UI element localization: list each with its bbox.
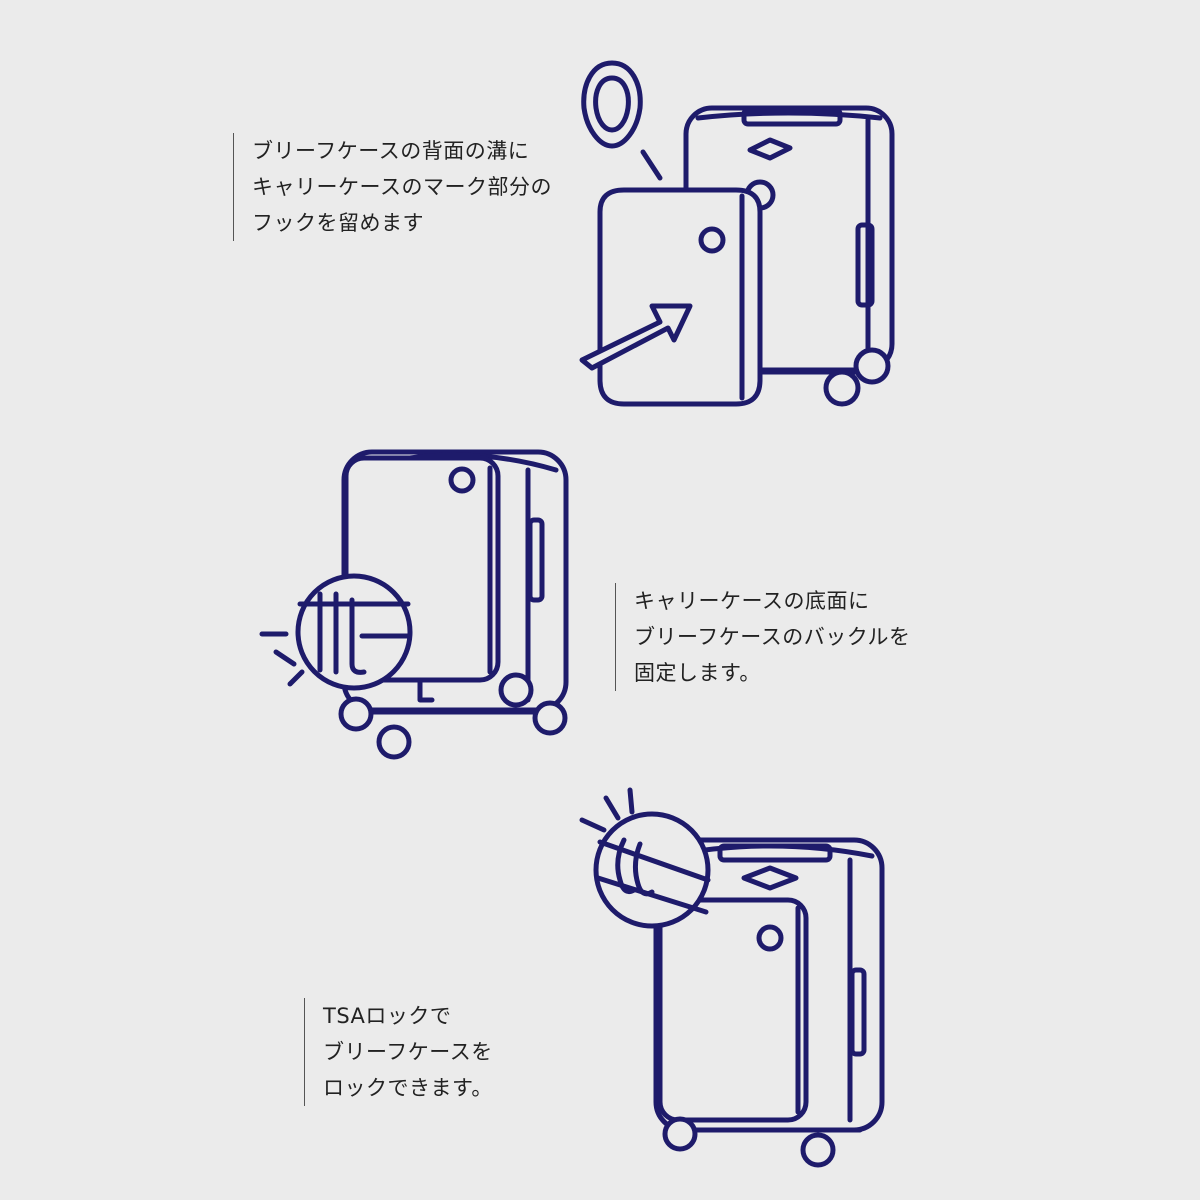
step3-caption: TSAロックで ブリーフケースを ロックできます。 <box>304 998 493 1106</box>
sparkle-line <box>273 649 297 667</box>
sparkle-line <box>287 669 305 687</box>
step3-line2: ブリーフケースを <box>323 1040 493 1064</box>
sparkle-line <box>603 795 621 821</box>
step1-line2: キャリーケースのマーク部分の <box>252 175 552 199</box>
step1-caption: ブリーフケースの背面の溝に キャリーケースのマーク部分の フックを留めます <box>233 133 552 241</box>
step3-illustration <box>579 787 885 1168</box>
magnifier-lock-icon <box>593 811 711 929</box>
step3-line1: TSAロックで <box>323 1004 452 1028</box>
step2-line1: キャリーケースの底面に <box>634 589 870 613</box>
carry-case-with-briefcase-icon <box>653 837 885 1168</box>
sparkle-line <box>579 817 607 833</box>
sparkle-line <box>627 787 635 815</box>
magnifier-buckle-icon <box>295 573 413 691</box>
step1-line3: フックを留めます <box>252 211 424 235</box>
briefcase-icon <box>597 187 763 407</box>
step2-line3: 固定します。 <box>634 661 761 685</box>
step2-illustration <box>259 449 569 760</box>
step1-illustration <box>579 60 895 407</box>
hook-icon <box>581 60 643 149</box>
arrow-icon <box>579 303 693 371</box>
step3-line3: ロックできます。 <box>323 1076 493 1100</box>
step2-line2: ブリーフケースのバックルを <box>634 625 911 649</box>
step1-line1: ブリーフケースの背面の溝に <box>252 139 530 163</box>
hook-pointer-line <box>640 149 663 181</box>
step2-caption: キャリーケースの底面に ブリーフケースのバックルを 固定します。 <box>615 583 911 691</box>
